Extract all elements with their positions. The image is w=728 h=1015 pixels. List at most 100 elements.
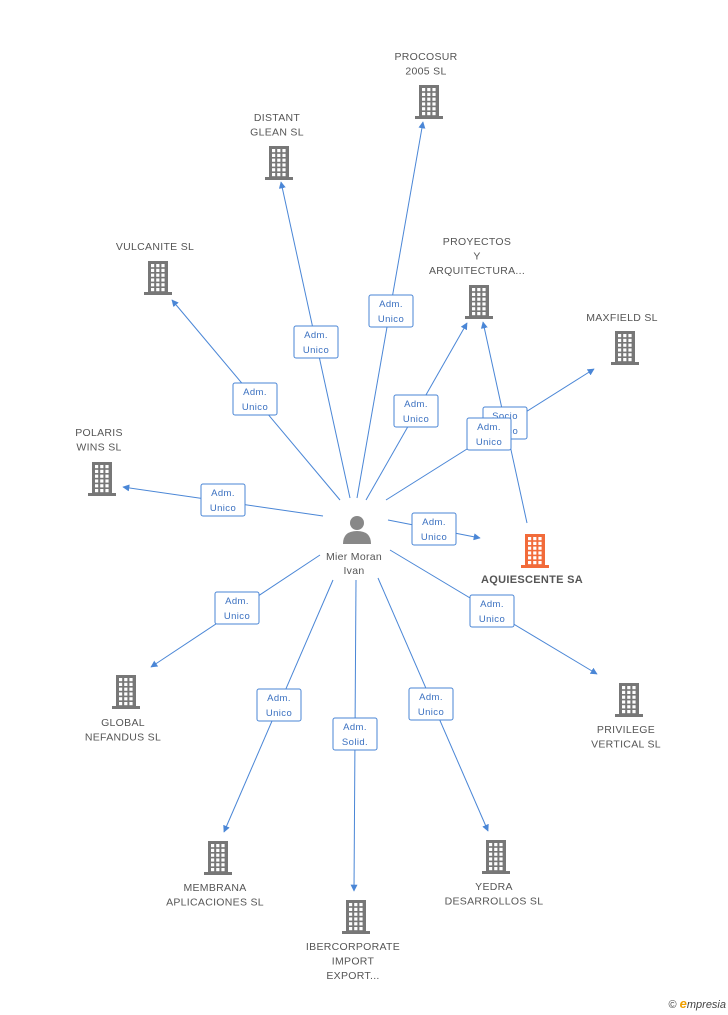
edge-label-box: [332, 717, 378, 751]
building-icon: [415, 85, 443, 119]
building-icon: [144, 261, 172, 295]
node-label: IMPORT: [332, 956, 375, 968]
brand-name: mpresia: [686, 999, 726, 1011]
edge-label-text: Adm.: [267, 693, 291, 704]
node-label: VERTICAL SL: [591, 739, 661, 751]
edge-label-procosur[interactable]: Adm. Unico: [368, 294, 414, 328]
node-label: POLARIS: [75, 427, 123, 439]
edge-label-text: Unico: [224, 611, 250, 622]
edge-label-box: [293, 325, 339, 359]
edge-label-box: [232, 382, 278, 416]
node-company-privilege[interactable]: PRIVILEGE VERTICAL SL: [591, 683, 661, 751]
node-label: VULCANITE SL: [116, 241, 194, 253]
building-icon: [204, 841, 232, 875]
edge-label-global[interactable]: Adm. Unico: [214, 591, 260, 625]
edge-label-distant[interactable]: Adm.Unico: [293, 325, 339, 359]
edge-label-text: Unico: [403, 414, 429, 425]
edge-label-text: Socio: [492, 411, 518, 422]
edge-label-text: Adm.: [225, 596, 249, 607]
edge-label-text: Adm.: [379, 299, 403, 310]
node-label: WINS SL: [76, 442, 121, 454]
edge-label-polaris[interactable]: Adm. Unico: [200, 483, 246, 517]
edge-label-box: [256, 688, 302, 722]
building-icon: [611, 331, 639, 365]
node-label: Ivan: [343, 565, 364, 577]
edge-label-box: [214, 591, 260, 625]
edge-label-maxfield[interactable]: Adm.Unico: [466, 417, 512, 451]
building-icon: [521, 534, 549, 568]
node-label: MAXFIELD SL: [586, 312, 658, 324]
edge-label-box: [411, 512, 457, 546]
node-label: PRIVILEGE: [597, 724, 655, 736]
edge-label-membrana[interactable]: Adm.Unico: [256, 688, 302, 722]
edge-label-text: Solid.: [342, 737, 368, 748]
edge-label-vulcanite[interactable]: Adm.Unico: [232, 382, 278, 416]
node-label: APLICACIONES SL: [166, 897, 264, 909]
node-company-yedra[interactable]: YEDRA DESARROLLOS SL: [445, 840, 544, 908]
edge-label-text: Adm.: [404, 399, 428, 410]
building-icon: [265, 146, 293, 180]
node-company-polaris[interactable]: POLARIS WINS SL: [75, 427, 123, 496]
node-company-proyectos[interactable]: PROYECTOS Y ARQUITECTURA...: [429, 236, 525, 319]
node-label: MEMBRANA: [183, 882, 246, 894]
node-company-vulcanite[interactable]: VULCANITE SL: [116, 241, 194, 295]
building-icon: [482, 840, 510, 874]
node-label: DESARROLLOS SL: [445, 896, 544, 908]
node-company-membrana[interactable]: MEMBRANA APLICACIONES SL: [166, 841, 264, 909]
edge-label-text: Adm.: [419, 692, 443, 703]
node-label: YEDRA: [475, 881, 513, 893]
node-label: ARQUITECTURA...: [429, 265, 525, 277]
copyright-symbol: ©: [668, 999, 677, 1011]
edge-label-box: [393, 394, 439, 428]
edge-label-ibercorporate[interactable]: Adm. Solid.: [332, 717, 378, 751]
edge-label-text: Adm.: [480, 599, 504, 610]
node-label: GLEAN SL: [250, 127, 304, 139]
edge-label-box: [200, 483, 246, 517]
edges-layer: [122, 121, 598, 892]
node-label: NEFANDUS SL: [85, 732, 161, 744]
edge-label-text: Adm.: [422, 517, 446, 528]
brand-initial: e: [679, 996, 687, 1011]
building-icon: [615, 683, 643, 717]
edge-label-text: Unico: [418, 707, 444, 718]
edge-label-proyectos[interactable]: Adm. Unico: [393, 394, 439, 428]
edge-label-text: Adm.: [477, 422, 501, 433]
node-company-aquiescente[interactable]: AQUIESCENTE SA: [481, 534, 583, 586]
edge-label-box: [466, 417, 512, 451]
node-label: PROYECTOS: [443, 236, 511, 248]
node-label: GLOBAL: [101, 717, 145, 729]
node-company-global[interactable]: GLOBAL NEFANDUS SL: [85, 675, 161, 744]
edge-label-box: [368, 294, 414, 328]
person-icon: [343, 516, 371, 544]
edge-label-text: Unico: [210, 503, 236, 514]
node-label: IBERCORPORATE: [306, 941, 400, 953]
node-company-maxfield[interactable]: MAXFIELD SL: [586, 312, 658, 365]
edge-label-text: Unico: [303, 345, 329, 356]
node-label: EXPORT...: [326, 970, 379, 982]
building-icon: [112, 675, 140, 709]
building-icon: [88, 462, 116, 496]
edge-label-yedra[interactable]: Adm. Unico: [408, 687, 454, 721]
node-label: PROCOSUR: [394, 51, 457, 63]
edge-label-text: Unico: [378, 314, 404, 325]
edge-label-text: Adm.: [211, 488, 235, 499]
edge-label-text: Adm.: [343, 722, 367, 733]
node-label: Y: [473, 251, 480, 263]
edge-label-box: [408, 687, 454, 721]
edge-label-aquiescente[interactable]: Adm. Unico: [411, 512, 457, 546]
node-label: AQUIESCENTE SA: [481, 574, 583, 586]
building-icon: [342, 900, 370, 934]
edge-label-text: Unico: [421, 532, 447, 543]
edge-label-text: Unico: [242, 402, 268, 413]
empresia-watermark: © empresia: [668, 996, 726, 1011]
edge-label-box: [469, 594, 515, 628]
edge-label-privilege[interactable]: Adm.Unico: [469, 594, 515, 628]
building-icon: [465, 285, 493, 319]
node-company-ibercorporate[interactable]: IBERCORPORATE IMPORT EXPORT...: [306, 900, 400, 982]
